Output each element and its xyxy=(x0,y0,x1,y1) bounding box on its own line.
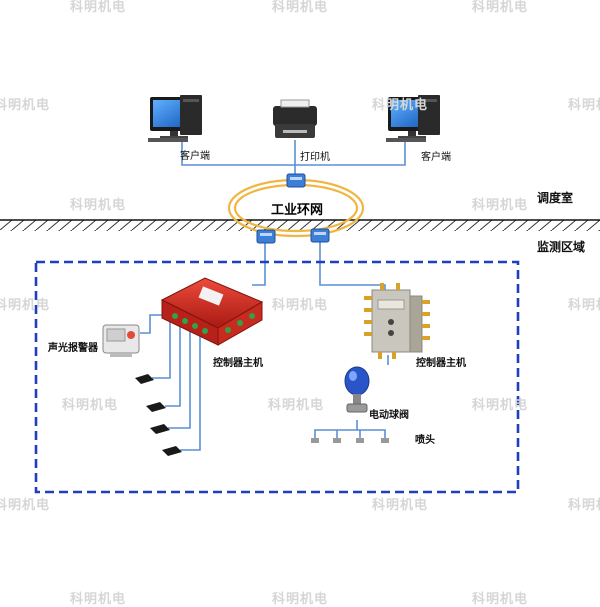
watermark: 科明机电 xyxy=(272,0,329,15)
client-right-label: 客户端 xyxy=(421,152,451,163)
watermark: 科明机电 xyxy=(472,592,529,607)
printer-icon xyxy=(273,99,317,138)
pipe-left xyxy=(314,420,358,438)
watermark: 科明机电 xyxy=(272,298,329,313)
watermark: 科明机电 xyxy=(568,98,600,113)
network-lines xyxy=(140,140,406,451)
watermark: 科明机电 xyxy=(268,398,325,413)
switch-icon xyxy=(256,229,276,244)
gray-controller-label: 控制器主机 xyxy=(416,358,466,369)
valve-label: 电动球阀 xyxy=(369,410,409,421)
nozzle-icon xyxy=(381,438,389,443)
watermark: 科明机电 xyxy=(0,298,51,313)
sensor-link-2 xyxy=(165,322,181,407)
client-link-line xyxy=(181,140,406,166)
valve-icon xyxy=(344,366,370,413)
monitor-area-label: 监测区域 xyxy=(537,240,586,254)
watermark: 科明机电 xyxy=(70,0,127,15)
monitor-icon xyxy=(386,95,440,142)
watermark: 科明机电 xyxy=(568,298,600,313)
switch-icon xyxy=(310,228,330,243)
monitor-area-border xyxy=(34,260,520,494)
sensor-icon xyxy=(150,424,170,434)
sensor-link-4 xyxy=(180,326,201,451)
watermark: 科明机电 xyxy=(372,498,429,513)
watermark: 科明机电 xyxy=(472,398,529,413)
ring-network-label: 工业环网 xyxy=(271,203,324,218)
sensor-icon xyxy=(162,446,182,456)
ground-divider xyxy=(0,219,600,231)
sensor-icon xyxy=(146,402,166,412)
watermark: 科明机电 xyxy=(62,398,119,413)
pipe-right xyxy=(357,429,386,438)
watermark: 科明机电 xyxy=(0,498,51,513)
nozzle-icon xyxy=(311,438,319,443)
watermark: 科明机电 xyxy=(568,498,600,513)
switch-icon xyxy=(286,173,306,188)
controller-icon xyxy=(160,277,264,346)
watermark: 科明机电 xyxy=(372,98,429,113)
sensor-link-1 xyxy=(152,320,171,379)
nozzle-label: 喷头 xyxy=(415,435,435,446)
alarm-link-line xyxy=(140,314,165,334)
control-room-label: 调度室 xyxy=(537,191,574,205)
controller-icon xyxy=(364,283,430,359)
client-left-label: 客户端 xyxy=(180,151,210,162)
watermark: 科明机电 xyxy=(70,198,127,213)
sensor-icon xyxy=(135,374,154,384)
alarm-label: 声光报警器 xyxy=(48,343,98,354)
watermark: 科明机电 xyxy=(0,98,51,113)
alarm-icon xyxy=(102,324,140,357)
printer-label: 打印机 xyxy=(300,152,330,163)
red-controller-link-line xyxy=(252,240,266,286)
nozzle-icon xyxy=(333,438,341,443)
watermark: 科明机电 xyxy=(472,0,529,15)
sensor-link-3 xyxy=(168,324,191,429)
watermark: 科明机电 xyxy=(472,198,529,213)
gray-controller-link-line xyxy=(319,240,386,292)
red-controller-label: 控制器主机 xyxy=(213,358,263,369)
watermark: 科明机电 xyxy=(70,592,127,607)
watermark: 科明机电 xyxy=(272,592,329,607)
monitor-icon xyxy=(148,95,202,142)
nozzle-icon xyxy=(356,438,364,443)
